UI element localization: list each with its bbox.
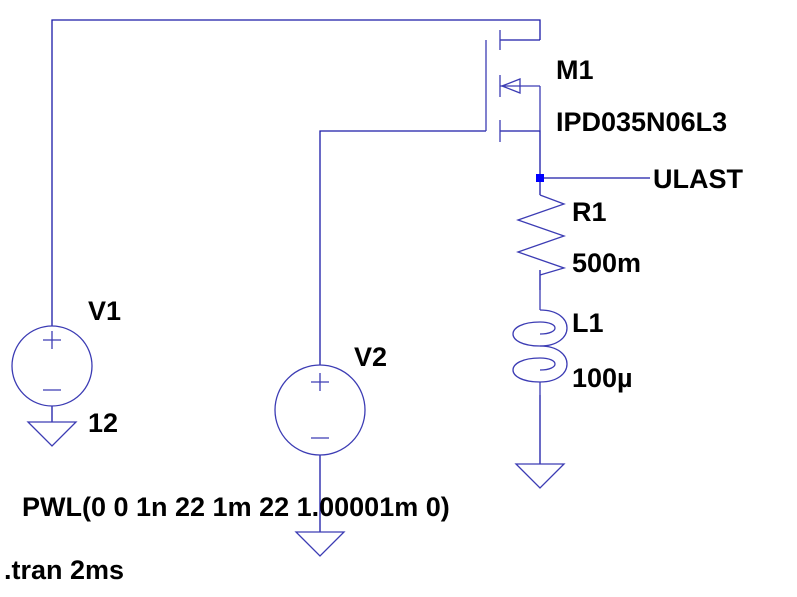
resistor-r1-symbol[interactable] <box>516 194 567 276</box>
wire-v2-to-gate[interactable] <box>319 130 486 365</box>
wire-v1-to-drain[interactable] <box>51 19 541 326</box>
v1-ref-label[interactable]: V1 <box>88 296 121 326</box>
wires <box>51 19 650 532</box>
l1-value-label[interactable]: 100µ <box>572 363 633 393</box>
wire-source-to-r1[interactable] <box>500 130 541 195</box>
ground-l1[interactable] <box>514 463 566 489</box>
tran-directive-label[interactable]: .tran 2ms <box>4 555 124 585</box>
voltage-source-v1-symbol[interactable] <box>11 325 93 407</box>
ground-v1[interactable] <box>26 421 78 447</box>
inductor-l1-symbol[interactable] <box>512 290 568 395</box>
m1-model-label[interactable]: IPD035N06L3 <box>556 107 727 137</box>
ground-v2[interactable] <box>294 531 346 557</box>
mosfet-m1-symbol[interactable] <box>485 30 541 142</box>
m1-ref-label[interactable]: M1 <box>556 55 594 85</box>
v2-value-label[interactable]: PWL(0 0 1n 22 1m 22 1.00001m 0) <box>22 492 450 522</box>
r1-value-label[interactable]: 500m <box>572 248 641 278</box>
l1-ref-label[interactable]: L1 <box>572 308 604 338</box>
junction-dot[interactable] <box>536 174 544 182</box>
r1-ref-label[interactable]: R1 <box>572 197 607 227</box>
v2-ref-label[interactable]: V2 <box>354 342 387 372</box>
voltage-source-v2-symbol[interactable] <box>274 364 366 456</box>
v1-value-label[interactable]: 12 <box>88 408 118 438</box>
ulast-net-label[interactable]: ULAST <box>653 164 743 194</box>
